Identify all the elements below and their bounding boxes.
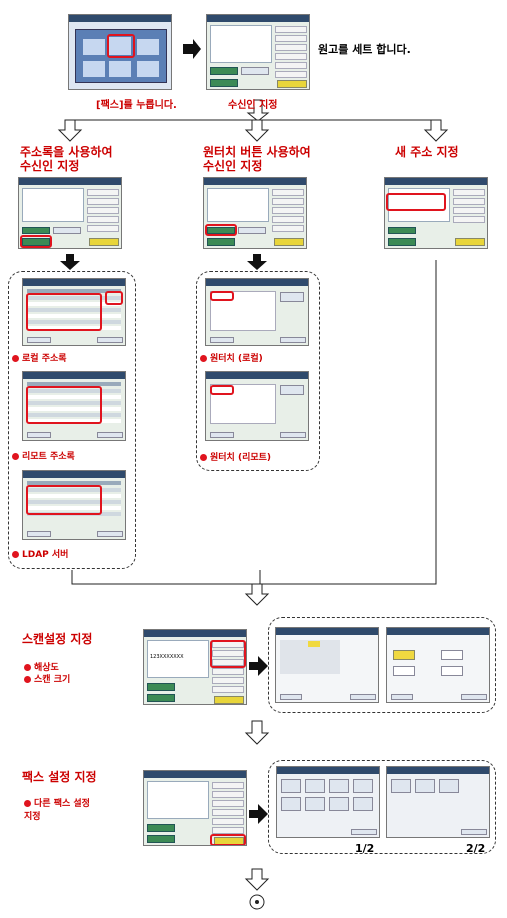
branch-addressbook-title: 주소록을 사용하여 수신인 지정	[20, 145, 113, 173]
scan-item-resolution: 해상도	[24, 660, 59, 673]
resolution-screen	[275, 627, 379, 703]
fax-settings-title: 팩스 설정 지정	[22, 770, 97, 784]
branch-onetouch-title: 원터치 버튼 사용하여 수신인 지정	[203, 145, 311, 173]
onetouch-local-label: 원터치 (로컬)	[200, 351, 263, 364]
ldap-screen	[22, 470, 126, 540]
page-indicator-2: 2/2	[466, 842, 486, 855]
fax-options-page1	[276, 766, 380, 838]
fax-options-group	[268, 760, 496, 854]
onetouch-button-highlight	[205, 224, 237, 236]
fax-main-screen	[206, 14, 310, 90]
fax-options-page2	[386, 766, 490, 838]
ldap-label: LDAP 서버	[12, 547, 68, 560]
onetouch-remote-label: 원터치 (리모트)	[200, 450, 271, 463]
addressbook-options-group	[8, 271, 136, 569]
number-display: 123XXXXXXX	[150, 654, 184, 660]
set-original-note: 원고를 세트 합니다.	[318, 43, 411, 56]
onetouch-remote-screen	[205, 371, 309, 441]
onetouch-fax-screen	[203, 177, 307, 249]
newaddress-fax-screen	[384, 177, 488, 249]
addressbook-button-highlight	[20, 235, 52, 248]
fax-item-other: 다른 팩스 설정 지정	[24, 799, 90, 822]
number-input-highlight	[386, 193, 446, 211]
fax-button-highlight	[107, 34, 135, 58]
branch-newaddress-title: 새 주소 지정	[395, 145, 459, 159]
remote-addressbook-label: 리모트 주소록	[12, 449, 75, 462]
main-menu-screen	[68, 14, 172, 90]
scan-options-group	[268, 617, 496, 713]
onetouch-options-group	[196, 271, 320, 471]
scan-item-size: 스캔 크기	[24, 672, 70, 685]
press-fax-caption: [팩스]를 누릅니다.	[96, 100, 177, 111]
onetouch-local-screen	[205, 278, 309, 346]
remote-addressbook-screen	[22, 371, 126, 441]
scan-settings-title: 스캔설정 지정	[22, 632, 93, 646]
page-indicator-1: 1/2	[355, 842, 375, 855]
scan-size-screen	[386, 627, 490, 703]
recipient-caption: 수신인 지정	[228, 100, 278, 111]
addressbook-fax-screen	[18, 177, 122, 249]
fax-settings-screen	[143, 770, 247, 846]
local-addressbook-screen	[22, 278, 126, 346]
local-addressbook-label: 로컬 주소록	[12, 351, 67, 364]
scan-settings-screen: 123XXXXXXX	[143, 629, 247, 705]
